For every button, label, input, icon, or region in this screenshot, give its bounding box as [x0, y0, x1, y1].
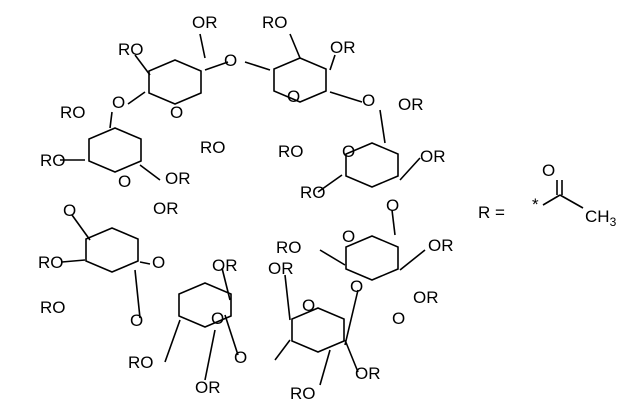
- bond: [224, 314, 239, 356]
- bond: [391, 209, 396, 236]
- oxygen-label: O: [362, 91, 375, 110]
- glucose-ring: [88, 127, 142, 173]
- oxygen-label: O: [170, 103, 183, 122]
- glucose-ring: [85, 227, 139, 273]
- bond: [284, 274, 291, 321]
- oxygen-label: O: [118, 172, 131, 191]
- bond: [164, 319, 181, 363]
- bond: [379, 109, 386, 144]
- substituent-label: OR: [165, 169, 191, 188]
- bond: [344, 289, 359, 346]
- bond: [204, 61, 229, 71]
- substituent-label: OR: [268, 259, 294, 278]
- attachment-star: *: [532, 195, 539, 214]
- bond: [139, 164, 161, 181]
- bond: [319, 349, 331, 386]
- glucose-ring: [148, 59, 202, 105]
- bond: [127, 91, 146, 105]
- substituent-label: RO: [60, 103, 86, 122]
- oxygen-label: O: [386, 196, 399, 215]
- bond: [329, 54, 336, 71]
- glucose-ring: [291, 307, 345, 353]
- oxygen-label: O: [130, 311, 143, 330]
- bond: [329, 91, 363, 103]
- bond: [289, 33, 301, 59]
- substituent-label: RO: [300, 183, 326, 202]
- oxygen-label: O: [342, 142, 355, 161]
- glucose-ring: [345, 142, 399, 188]
- substituent-label: RO: [262, 13, 288, 32]
- oxygen-label: O: [302, 296, 315, 315]
- bond: [139, 261, 151, 265]
- substituent-label: RO: [278, 142, 304, 161]
- substituent-label: RO: [40, 298, 66, 317]
- bond: [61, 259, 86, 263]
- methyl-label: CH3: [585, 207, 617, 229]
- carbonyl-oxygen: O: [542, 161, 555, 180]
- bond: [399, 157, 421, 181]
- oxygen-label: O: [392, 309, 405, 328]
- oxygen-label: O: [63, 201, 76, 220]
- glucose-ring: [273, 57, 327, 103]
- bond: [344, 339, 359, 373]
- substituent-label: RO: [128, 353, 154, 372]
- substituent-label: RO: [200, 138, 226, 157]
- r-equals-label: R =: [478, 203, 505, 222]
- oxygen-label: O: [287, 87, 300, 106]
- substituent-label: OR: [212, 256, 238, 275]
- oxygen-label: O: [342, 227, 355, 246]
- glucose-ring: [345, 235, 399, 281]
- bond: [199, 33, 206, 59]
- acetyl-bonds: [542, 180, 584, 209]
- bond: [319, 249, 346, 266]
- bond: [71, 214, 91, 241]
- substituent-label: RO: [118, 40, 144, 59]
- oxygen-label: O: [112, 93, 125, 112]
- oxygen-label: O: [224, 51, 237, 70]
- bond: [399, 249, 426, 271]
- substituent-label: OR: [195, 378, 221, 397]
- substituent-label: OR: [413, 288, 439, 307]
- substituent-label: RO: [276, 238, 302, 257]
- bond: [221, 267, 231, 301]
- bond: [134, 54, 151, 76]
- bonds: [60, 33, 426, 386]
- bond: [274, 339, 291, 361]
- substituent-label: OR: [355, 364, 381, 383]
- substituent-label: OR: [330, 38, 356, 57]
- oxygen-label: O: [350, 277, 363, 296]
- substituent-label: RO: [38, 253, 64, 272]
- bond: [134, 269, 141, 319]
- oxygen-label: O: [152, 253, 165, 272]
- substituent-label: RO: [40, 151, 66, 170]
- substituent-label: RO: [290, 384, 316, 403]
- substituent-label: OR: [420, 147, 446, 166]
- substituent-label: OR: [192, 13, 218, 32]
- substituent-label: OR: [398, 95, 424, 114]
- substituent-label: OR: [428, 236, 454, 255]
- bond: [109, 111, 113, 129]
- glucose-ring: [178, 282, 232, 328]
- bond: [244, 61, 271, 71]
- oxygen-label: O: [211, 309, 224, 328]
- oxygen-label: O: [234, 348, 247, 367]
- bond: [204, 329, 216, 381]
- substituent-label: OR: [153, 199, 179, 218]
- bond: [317, 174, 343, 193]
- r-group-definition: R = * O CH3: [478, 161, 617, 229]
